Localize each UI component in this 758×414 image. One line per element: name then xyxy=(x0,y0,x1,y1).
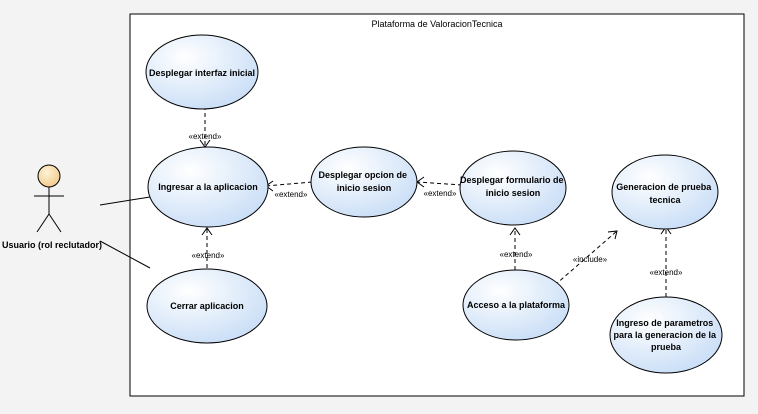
actor-head xyxy=(37,164,61,188)
svg-text:Desplegar interfaz inicial: Desplegar interfaz inicial xyxy=(149,68,255,78)
svg-text:Generacion de prueba tec: Generacion de prueba tecnica xyxy=(616,182,714,205)
svg-text:«extend»: «extend» xyxy=(275,190,308,199)
svg-text:«extend»: «extend» xyxy=(500,250,533,259)
svg-text:«include»: «include» xyxy=(573,255,608,264)
svg-text:Ingresar a la aplicacion: Ingresar a la aplicacion xyxy=(158,182,258,192)
relation-acceso-formulario: «extend» xyxy=(500,227,533,270)
association-ingresar xyxy=(99,196,151,206)
system-title: Plataforma de ValoracionTecnica xyxy=(372,19,503,29)
use-case-ingreso-parametros[interactable]: Ingreso de parametros para la generacion… xyxy=(609,296,723,374)
relation-acceso-generacion: «include» xyxy=(554,230,618,286)
svg-text:«extend»: «extend» xyxy=(424,189,457,198)
svg-text:Cerrar aplicacion: Cerrar aplicacion xyxy=(170,301,244,311)
use-case-desplegar-interfaz[interactable]: Desplegar interfaz inicial xyxy=(145,34,259,110)
svg-text:«extend»: «extend» xyxy=(650,268,683,277)
svg-text:Desplegar formulario de: Desplegar formulario de inicio sesion xyxy=(460,175,566,198)
actor-label: Usuario (rol reclutador) xyxy=(2,240,102,250)
actor-usuario[interactable]: Usuario (rol reclutador) xyxy=(2,164,102,250)
use-case-desplegar-formulario[interactable]: Desplegar formulario de inicio sesion xyxy=(459,150,567,226)
use-case-cerrar[interactable]: Cerrar aplicacion xyxy=(146,268,268,344)
svg-text:«extend»: «extend» xyxy=(192,251,225,260)
use-case-acceso[interactable]: Acceso a la plataforma xyxy=(462,269,570,341)
association-cerrar xyxy=(99,240,151,269)
svg-text:«extend»: «extend» xyxy=(189,132,222,141)
use-case-ingresar[interactable]: Ingresar a la aplicacion xyxy=(147,146,269,228)
use-case-desplegar-opcion[interactable]: Desplegar opcion de inicio sesion xyxy=(310,146,418,218)
relation-cerrar-ingresar: «extend» xyxy=(192,227,225,275)
svg-text:Desplegar opcion de inic: Desplegar opcion de inicio sesion xyxy=(318,170,409,193)
svg-text:Ingreso de parametros pa: Ingreso de parametros para la generacion… xyxy=(613,318,718,352)
use-case-generacion[interactable]: Generacion de prueba tecnica xyxy=(611,154,719,230)
svg-text:Acceso a la plataforma: Acceso a la plataforma xyxy=(467,300,566,310)
